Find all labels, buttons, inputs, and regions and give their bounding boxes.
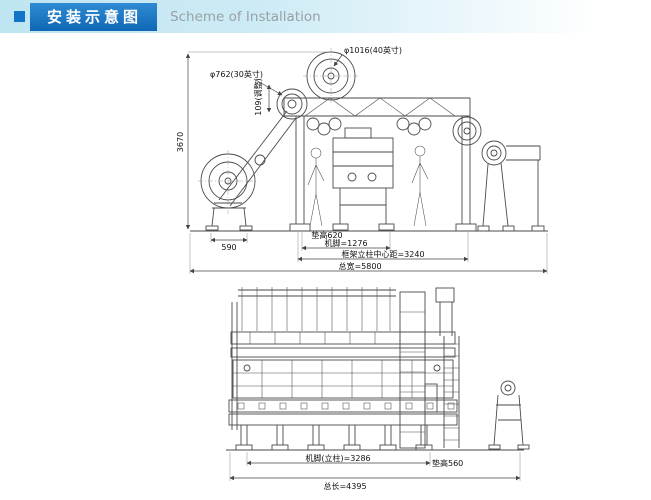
header: 安装示意图 Scheme of Installation: [0, 0, 651, 33]
dim-feet-label: 机脚=1276: [324, 238, 367, 248]
operator-figures: [307, 145, 429, 227]
bolt-squares: [237, 402, 455, 410]
front-view-dimensions: 机脚(立柱)=3286 垫高560 总长=4395: [229, 452, 521, 491]
dim-adjust-label: 109(调整): [253, 78, 263, 116]
side-view-dimensions: 3670 φ1016(40英寸) φ762(30英寸) 109(调整) 590 …: [176, 45, 548, 274]
dim-phi1016-label: φ1016(40英寸): [344, 45, 402, 55]
bullet-square-icon: [14, 11, 25, 22]
side-view-drawing: [190, 48, 548, 232]
dim-front-feet-label: 机脚(立柱)=3286: [305, 453, 370, 463]
dim-height-label: 3670: [176, 132, 185, 152]
page-title-en: Scheme of Installation: [170, 8, 321, 25]
dim-total-width-label: 总宽=5800: [338, 261, 381, 271]
page-title-zh: 安装示意图: [47, 7, 143, 26]
dim-total-length-label: 总长=4395: [323, 481, 366, 491]
dim-front-pad-label: 垫高560: [432, 458, 463, 468]
dim-phi762-label: φ762(30英寸): [210, 69, 263, 79]
dim-pad-label: 垫高620: [311, 230, 342, 240]
dim-post-center-label: 框架立柱中心距=3240: [341, 249, 424, 259]
dim-590-label: 590: [221, 243, 236, 252]
front-view-drawing: [226, 287, 530, 451]
title-zh-box: 安装示意图: [30, 2, 158, 31]
